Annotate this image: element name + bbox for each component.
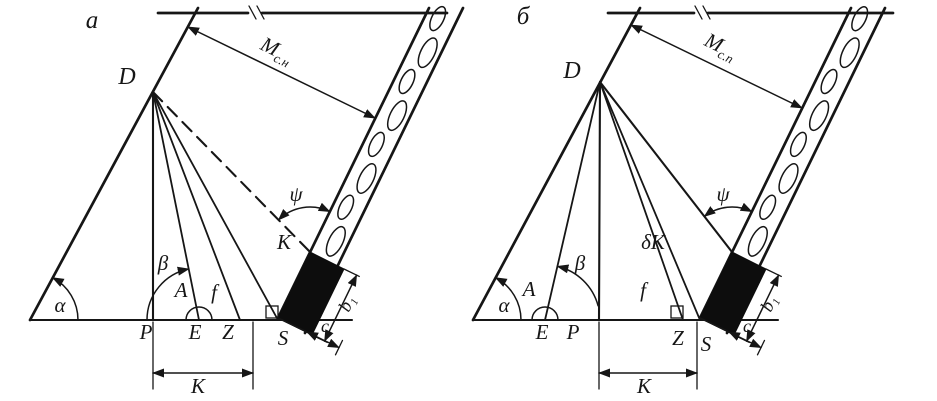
depth-line-DP-b <box>597 80 602 322</box>
panel-letter-b: б <box>517 3 531 30</box>
point-E-label-b: E <box>535 320 549 344</box>
beta-label-b: β <box>574 251 586 275</box>
alpha-arc-a <box>51 276 79 321</box>
bottom-cut-line-b <box>699 317 729 333</box>
M-dimension-arrow-a <box>187 26 376 119</box>
point-D-label-b: D <box>562 58 580 84</box>
ore-pattern-b <box>747 5 869 257</box>
ore-blob <box>356 163 377 194</box>
ore-blob <box>747 225 768 257</box>
instrument-semicircle-a <box>185 306 213 321</box>
line-break-mark-b <box>694 5 711 20</box>
instrument-semicircle-b <box>531 306 559 321</box>
bottom-cut-line-a <box>277 317 307 333</box>
ore-blob <box>367 131 385 158</box>
point-P-label-a: P <box>139 320 153 344</box>
ore-blob <box>778 163 799 194</box>
beta-arc-b <box>556 264 599 307</box>
ray-DZ-b <box>599 81 684 321</box>
ray-DS-a <box>152 91 279 321</box>
ore-blob <box>325 225 346 257</box>
ore-blob <box>386 100 408 132</box>
ray-DZ-a <box>152 91 241 321</box>
ore-blob <box>820 68 838 95</box>
ore-blob <box>851 5 869 32</box>
seam-point-label-a: K <box>276 230 292 254</box>
ore-blob <box>417 37 438 69</box>
ray-DS-b <box>599 81 701 321</box>
ore-blob <box>337 194 355 221</box>
panel-letter-a: а <box>86 7 99 34</box>
ore-blob <box>839 37 860 69</box>
b1-dimension-line-a <box>323 274 358 342</box>
c-end-tick-b <box>756 339 766 356</box>
beta-arc-a <box>146 266 190 321</box>
alpha-arc-b <box>494 276 522 321</box>
psi-label-a: ψ <box>289 182 303 206</box>
ore-blob <box>789 131 807 158</box>
psi-arc-b <box>703 202 753 218</box>
alpha-label-b: α <box>498 293 510 317</box>
panel-a: а α β A f <box>28 5 465 398</box>
f-label-a: f <box>211 280 220 304</box>
ore-pattern-a <box>325 5 447 257</box>
alpha-label-a: α <box>54 293 66 317</box>
psi-arc-a <box>277 202 331 221</box>
K-dimension-label-a: K <box>190 374 206 398</box>
beta-label-a: β <box>157 251 169 275</box>
panel-b: б α β A f <box>471 3 895 398</box>
psi-label-b: ψ <box>716 182 730 206</box>
b1-label-a: b₁ <box>334 292 359 314</box>
c-dimension-line-a <box>306 331 340 349</box>
ray-DE-b <box>544 81 601 321</box>
point-P-label-b: P <box>566 320 580 344</box>
point-A-label-a: A <box>173 278 188 302</box>
hanging-wall-line-b <box>471 6 642 322</box>
point-E-label-a: E <box>188 320 202 344</box>
M-dimension-label-a: Mс.н <box>255 31 297 70</box>
point-D-label-a: D <box>117 64 135 90</box>
ore-blob <box>429 5 447 32</box>
ore-blob <box>808 100 830 132</box>
M-dimension-arrow-b <box>630 24 803 109</box>
point-Z-label-b: Z <box>672 326 684 350</box>
ray-DK-b <box>598 80 734 254</box>
c-label-b: c <box>743 316 751 336</box>
ray-DE-a <box>152 91 200 321</box>
b1-dimension-line-b <box>745 274 780 342</box>
c-dimension-line-b <box>728 331 762 349</box>
ore-blob <box>398 68 416 95</box>
point-A-label-b: A <box>521 277 536 301</box>
line-break-mark-a <box>248 5 265 20</box>
point-S-label-b: S <box>701 332 712 356</box>
K-dimension-label-b: K <box>636 374 652 398</box>
point-Z-label-a: Z <box>222 320 234 344</box>
hanging-wall-line-a <box>28 6 200 322</box>
right-angle-mark-b <box>670 305 684 319</box>
point-S-label-a: S <box>278 326 289 350</box>
b1-label-b: b₁ <box>756 292 781 314</box>
right-angle-mark-a <box>265 305 279 319</box>
f-label-b: f <box>640 278 649 302</box>
c-end-tick-a <box>334 339 344 356</box>
seam-point-label-b: δK <box>641 230 666 254</box>
c-label-a: c <box>321 316 329 336</box>
ore-blob <box>759 194 777 221</box>
ray-DK-dashed-a <box>151 90 312 254</box>
